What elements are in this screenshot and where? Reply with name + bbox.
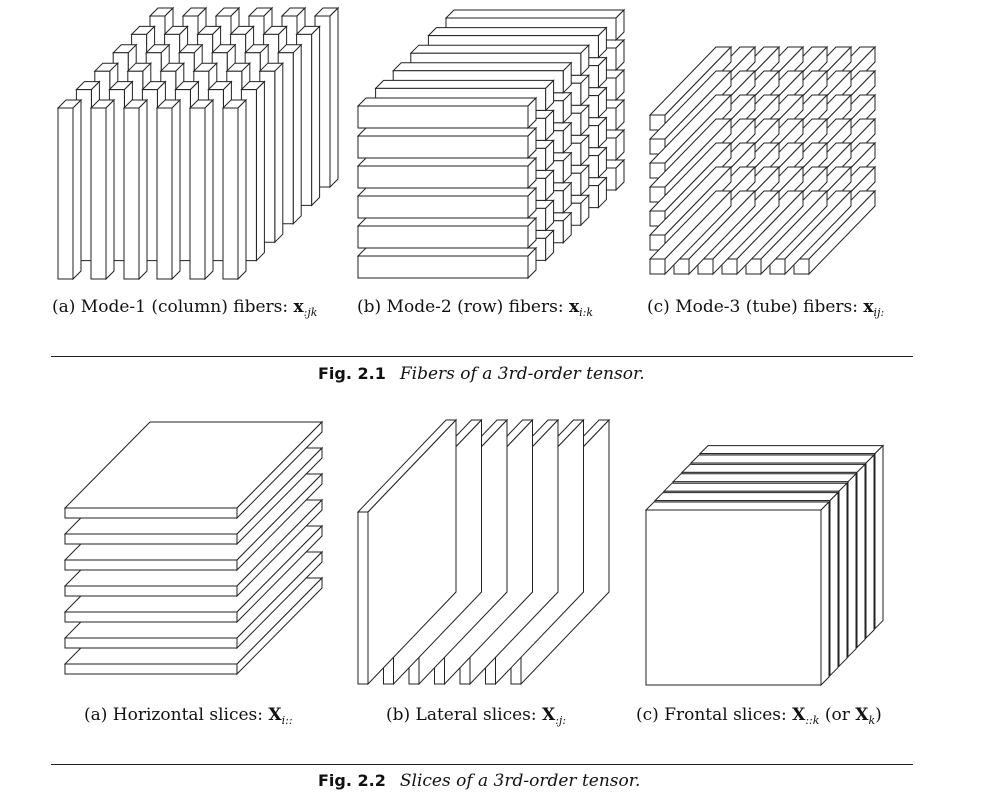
figure2-label: Fig. 2.2: [318, 771, 386, 790]
frontal-slice-side: [865, 453, 875, 640]
column-fiber-front: [189, 107, 206, 280]
lateral-slice-front: [357, 511, 369, 685]
row-fiber-front: [357, 225, 529, 249]
frontal-slice-front: [645, 509, 822, 686]
column-fiber-front: [123, 107, 140, 280]
row-fiber-front: [357, 255, 529, 279]
frontal-slice-side: [856, 463, 866, 649]
figure1-rule: [51, 356, 913, 357]
column-fiber-side: [138, 98, 148, 281]
figure2-caption-text: Slices of a 3rd-order tensor.: [399, 771, 641, 791]
figure2-caption: Fig. 2.2 Slices of a 3rd-order tensor.: [318, 771, 640, 791]
row-fiber-front: [357, 195, 529, 219]
tube-fiber-front: [769, 258, 786, 275]
row-fiber-top: [391, 62, 573, 72]
row-fiber-top: [356, 97, 538, 107]
frontal-slices-group: [644, 444, 885, 687]
frontal-slice-side: [838, 481, 848, 668]
row-fiber-top: [356, 247, 538, 257]
figure2-rule: [51, 764, 913, 765]
lateral-slices-group: [356, 418, 611, 686]
column-fiber-front: [57, 107, 74, 280]
row-fiber-top: [356, 157, 538, 167]
tube-fiber-front: [793, 258, 810, 275]
row-fiber-top: [444, 9, 626, 19]
caption-lateral: (b) Lateral slices: X:j:: [386, 705, 567, 727]
horizontal-slice-front: [64, 533, 238, 545]
column-fiber-front: [222, 107, 239, 280]
tube-fiber-front: [745, 258, 762, 275]
horizontal-slices-group: [63, 420, 324, 676]
column-fiber-side: [274, 61, 284, 244]
horizontal-slice-front: [64, 507, 238, 519]
frontal-slice-top: [689, 454, 876, 464]
frontal-slice-top: [698, 445, 885, 455]
frontal-slice-side: [847, 472, 857, 659]
column-fiber-side: [72, 98, 82, 281]
column-fiber-side: [329, 6, 339, 189]
frontal-slice-side: [820, 500, 830, 687]
column-fiber-side: [204, 98, 214, 281]
figure1-caption: Fig. 2.1 Fibers of a 3rd-order tensor.: [318, 364, 645, 384]
horizontal-slice-front: [64, 585, 238, 597]
column-fiber-side: [292, 43, 302, 226]
row-fiber-top: [374, 79, 555, 89]
mode3-fibers-group: [648, 45, 877, 276]
column-fiber-front: [156, 107, 173, 280]
column-fiber-front: [90, 107, 107, 280]
caption-frontal: (c) Frontal slices: X::k (or Xk): [636, 705, 882, 727]
row-fiber-top: [427, 27, 608, 37]
frontal-slice-top: [671, 473, 858, 483]
horizontal-slice-front: [64, 559, 238, 571]
frontal-slice-top: [653, 492, 840, 502]
horizontal-slice-front: [64, 663, 238, 675]
row-fiber-front: [357, 165, 529, 189]
row-fiber-top: [356, 127, 538, 137]
frontal-slice-side: [874, 444, 884, 630]
row-fiber-front: [357, 105, 529, 129]
caption-horizontal: (a) Horizontal slices: Xi::: [84, 705, 293, 727]
column-fiber-side: [237, 98, 247, 281]
row-fiber-top: [356, 217, 538, 227]
horizontal-slice-front: [64, 637, 238, 649]
frontal-slice-side: [829, 491, 839, 677]
horizontal-slice-front: [64, 611, 238, 623]
column-fiber-side: [171, 98, 181, 281]
tube-fiber-front: [721, 258, 738, 275]
mode2-fibers-group: [356, 8, 626, 280]
row-fiber-front: [357, 135, 529, 159]
frontal-slice-top: [680, 463, 867, 473]
column-fiber-side: [311, 25, 321, 207]
tube-fiber-front: [649, 258, 666, 275]
mode1-fibers-group: [56, 6, 340, 281]
caption-mode3: (c) Mode-3 (tube) fibers: xij:: [647, 297, 885, 319]
row-fiber-top: [409, 44, 591, 54]
frontal-slice-top: [644, 501, 831, 511]
figure1-label: Fig. 2.1: [318, 364, 386, 383]
frontal-slice-top: [662, 482, 849, 492]
column-fiber-side: [105, 98, 115, 281]
tube-fiber-front: [697, 258, 714, 275]
caption-mode1: (a) Mode-1 (column) fibers: x:jk: [52, 297, 318, 319]
caption-mode2: (b) Mode-2 (row) fibers: xi:k: [357, 297, 593, 319]
tube-fiber-front: [673, 258, 690, 275]
row-fiber-top: [356, 187, 538, 197]
column-fiber-side: [255, 80, 265, 262]
figure1-caption-text: Fibers of a 3rd-order tensor.: [399, 364, 645, 384]
